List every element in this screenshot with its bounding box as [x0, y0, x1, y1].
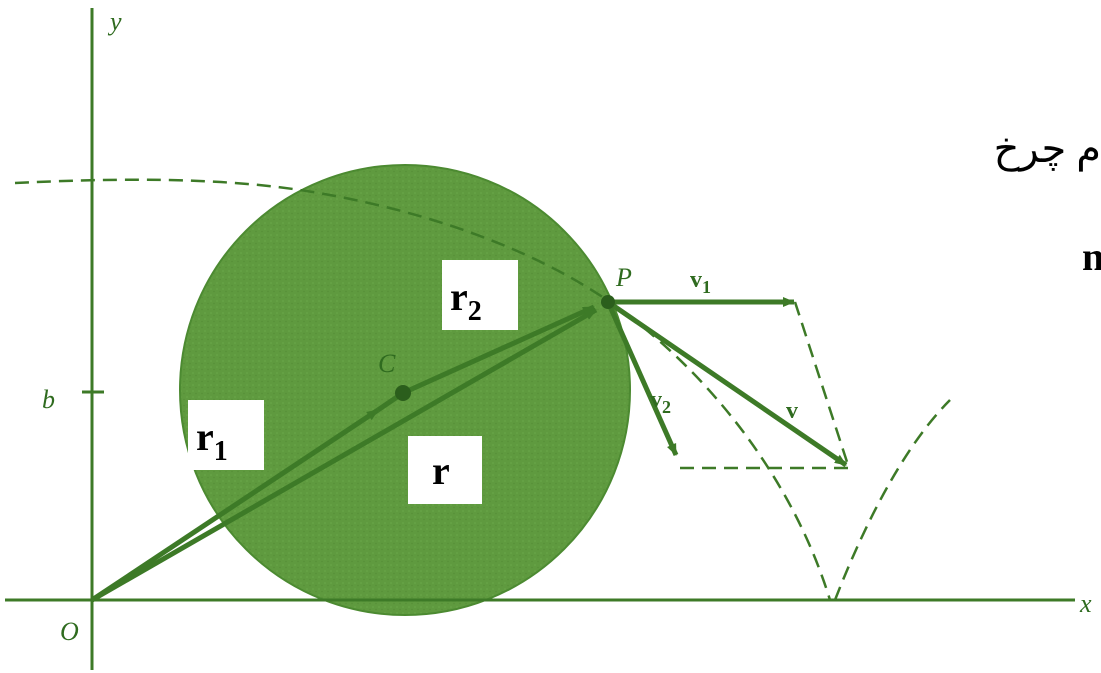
v2-label: v2 [650, 387, 671, 417]
r2-vector [401, 304, 596, 396]
b-label: b [42, 385, 55, 414]
r2-label-box: r2 [442, 260, 518, 330]
r1-label-box: r1 [188, 400, 264, 470]
v-label: v [786, 398, 798, 424]
svg-text:r1: r1 [196, 414, 228, 467]
r-vector [90, 307, 598, 603]
side-text-line-2: n [1082, 234, 1101, 279]
parallelogram-side-1 [793, 301, 850, 466]
v1-label: v1 [690, 267, 711, 297]
v-vector [606, 299, 848, 468]
side-text-line-1: م چرخ [994, 126, 1101, 172]
p-label: P [615, 263, 632, 292]
point-p [601, 295, 615, 309]
v2-vector [605, 300, 679, 457]
svg-text:r: r [432, 448, 450, 493]
r1-vector [90, 407, 380, 603]
r-label-box: r [408, 436, 482, 504]
next-cycloid-arch [833, 399, 951, 601]
x-axis-label: x [1079, 589, 1092, 618]
svg-text:r2: r2 [450, 274, 482, 327]
center-label: C [378, 349, 396, 378]
center-point [395, 385, 411, 401]
cycloid-path [14, 178, 832, 601]
origin-label: O [60, 617, 79, 646]
y-axis-label: y [107, 7, 122, 36]
